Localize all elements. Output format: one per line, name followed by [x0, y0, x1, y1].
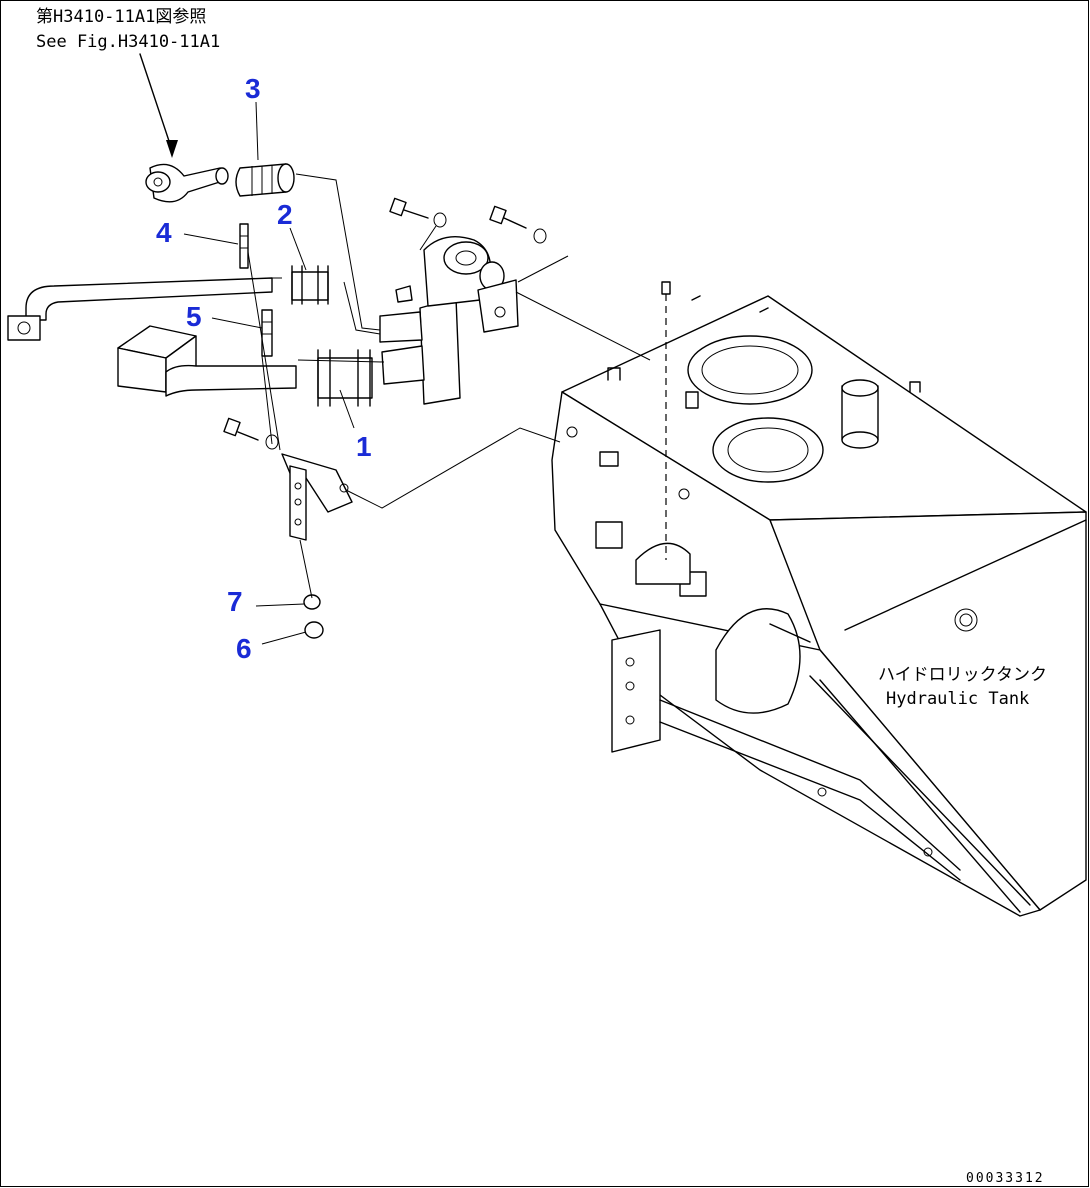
callout-2: 2: [277, 199, 293, 230]
callout-3: 3: [245, 73, 261, 104]
tank-label-en: Hydraulic Tank: [886, 689, 1029, 709]
pipe-long-upper: [7, 277, 273, 341]
part-6-nut: [304, 621, 324, 639]
drawing-code: 00033312: [966, 1171, 1045, 1186]
tank-label-jp: ハイドロリックタンク: [878, 665, 1047, 685]
callout-1: 1: [356, 431, 372, 462]
reference-en: See Fig.H3410-11A1: [36, 32, 220, 52]
lower-bracket: [223, 417, 353, 541]
callout-leaders: [183, 101, 355, 645]
part-4-clip: [239, 223, 249, 269]
assembly-lines: [247, 173, 651, 599]
part-2-clamp: [291, 265, 329, 305]
reference-jp: 第H3410-11A1図参照: [36, 7, 206, 27]
callout-4: 4: [156, 217, 172, 248]
part-1-clamp: [317, 349, 373, 407]
part-7-washer: [303, 594, 321, 610]
bolt-upper-right: [489, 205, 547, 244]
flange-pipe-upper: [145, 163, 229, 203]
callout-7: 7: [227, 586, 243, 617]
bolt-upper-left: [389, 197, 447, 228]
callout-5: 5: [186, 301, 202, 332]
callout-6: 6: [236, 633, 252, 664]
hydraulic-tank: [551, 281, 1087, 917]
part-3-boot: [235, 163, 295, 197]
reference-arrow: [139, 53, 178, 158]
valve-body: [379, 236, 519, 405]
part-5-clip: [261, 309, 273, 357]
